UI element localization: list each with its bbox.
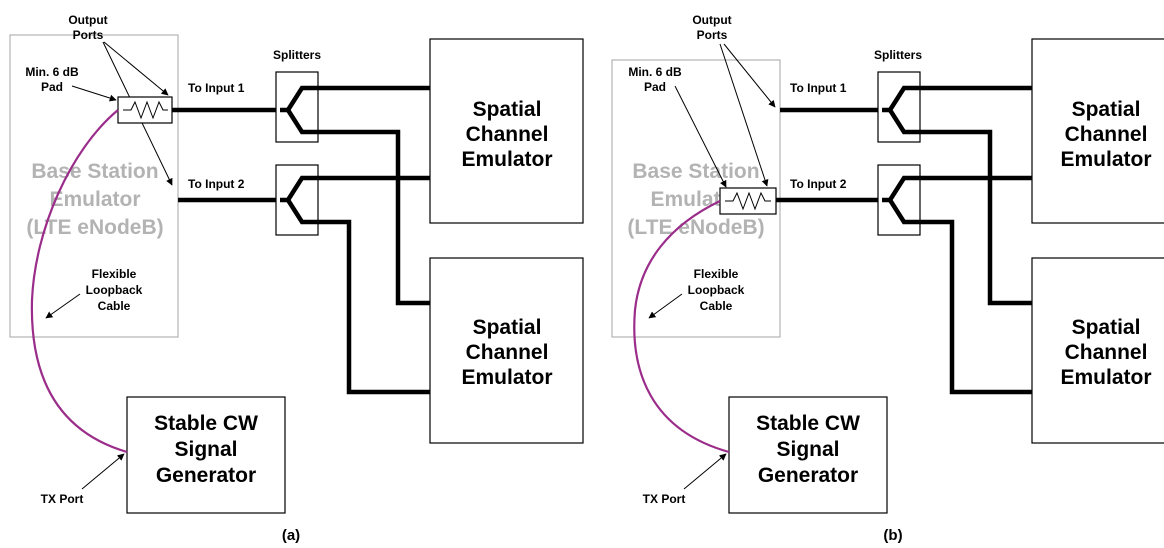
spatial-channel-emulator-1 <box>1031 38 1164 224</box>
tx-port-arrow <box>683 453 727 490</box>
output-port-arrow-1 <box>103 41 169 96</box>
splitters-label: Splitters <box>874 48 922 62</box>
flex-cable-label-line1: Flexible <box>694 267 739 281</box>
sce1-line1: Spatial <box>473 98 542 121</box>
tx-port-arrow <box>81 453 125 490</box>
min-pad-label-line2: Pad <box>41 80 63 94</box>
sce2-line3: Emulator <box>461 366 552 389</box>
output-ports-label-line1: Output <box>692 13 731 27</box>
flex-cable-label-line2: Loopback <box>86 283 143 297</box>
sce2-line1: Spatial <box>473 316 542 339</box>
splitter-1-out-a <box>882 85 1032 113</box>
splitter-2-out-a <box>280 175 430 203</box>
base-station-label-line1: Base Station <box>632 160 759 183</box>
sce2-line2: Channel <box>1065 341 1148 364</box>
siggen-line1: Stable CW <box>756 412 860 435</box>
resistor-symbol <box>725 191 771 211</box>
flex-cable-label-line3: Cable <box>98 299 131 313</box>
flexible-loopback-cable <box>633 200 730 454</box>
min-pad-label-line1: Min. 6 dB <box>25 65 79 79</box>
sce2-line3: Emulator <box>1060 366 1151 389</box>
to-input-2-label: To Input 2 <box>790 177 847 191</box>
pad-arrow <box>71 85 117 102</box>
base-station-label-line2: Emulator <box>650 188 741 211</box>
sce1-line1: Spatial <box>1072 98 1141 121</box>
min-pad-label-line1: Min. 6 dB <box>628 65 682 79</box>
caption-a: (a) <box>282 527 300 544</box>
signal-generator-box <box>728 396 888 514</box>
splitter-2-out-a <box>882 175 1032 203</box>
base-station-box <box>9 34 179 338</box>
sce2-line1: Spatial <box>1072 316 1141 339</box>
signal-generator-box <box>126 396 286 514</box>
spatial-channel-emulator-2 <box>1031 257 1164 444</box>
flex-cable-label-line3: Cable <box>700 299 733 313</box>
output-ports-label-line2: Ports <box>73 28 104 42</box>
base-station-label-line3: (LTE eNodeB) <box>26 216 163 239</box>
sce1-line2: Channel <box>1065 123 1148 146</box>
sce1-line3: Emulator <box>1060 148 1151 171</box>
sce2-line2: Channel <box>466 341 549 364</box>
flex-cable-label-line2: Loopback <box>688 283 745 297</box>
panel-a: Base Station Emulator (LTE eNodeB) Outpu… <box>9 13 584 544</box>
to-input-1-label: To Input 1 <box>188 81 245 95</box>
siggen-line2: Signal <box>174 438 237 461</box>
tx-port-label: TX Port <box>41 492 84 506</box>
splitter-2-out-b <box>888 198 1032 395</box>
siggen-line3: Generator <box>758 464 858 487</box>
min-pad-label-line2: Pad <box>644 80 666 94</box>
sce1-line2: Channel <box>466 123 549 146</box>
pad-arrow <box>674 85 727 188</box>
flexible-loopback-cable <box>30 109 128 454</box>
splitter-2-out-b <box>286 198 430 395</box>
panel-b: Base Station Emulator (LTE eNodeB) Outpu… <box>611 13 1164 544</box>
base-station-label-line3: (LTE eNodeB) <box>627 216 764 239</box>
siggen-line2: Signal <box>776 438 839 461</box>
spatial-channel-emulator-1 <box>429 38 584 224</box>
resistor-symbol <box>123 100 168 120</box>
splitter-1-out-a <box>280 85 430 113</box>
spatial-channel-emulator-2 <box>429 257 584 444</box>
flex-cable-arrow <box>45 293 81 319</box>
to-input-1-label: To Input 1 <box>790 81 847 95</box>
base-station-label-line2: Emulator <box>49 188 140 211</box>
splitter-1-out-b <box>888 108 1032 306</box>
base-station-label-line1: Base Station <box>31 160 158 183</box>
splitters-label: Splitters <box>273 48 321 62</box>
caption-b: (b) <box>883 527 902 544</box>
output-port-arrow-2 <box>719 43 769 187</box>
sce1-line3: Emulator <box>461 148 552 171</box>
flex-cable-arrow <box>648 293 683 319</box>
output-ports-label-line2: Ports <box>697 28 728 42</box>
siggen-line1: Stable CW <box>154 412 258 435</box>
to-input-2-label: To Input 2 <box>188 177 245 191</box>
output-port-arrow-1 <box>723 43 776 108</box>
splitter-1-out-b <box>286 108 430 306</box>
output-ports-label-line1: Output <box>68 13 107 27</box>
siggen-line3: Generator <box>156 464 256 487</box>
tx-port-label: TX Port <box>643 492 686 506</box>
flex-cable-label-line1: Flexible <box>92 267 137 281</box>
